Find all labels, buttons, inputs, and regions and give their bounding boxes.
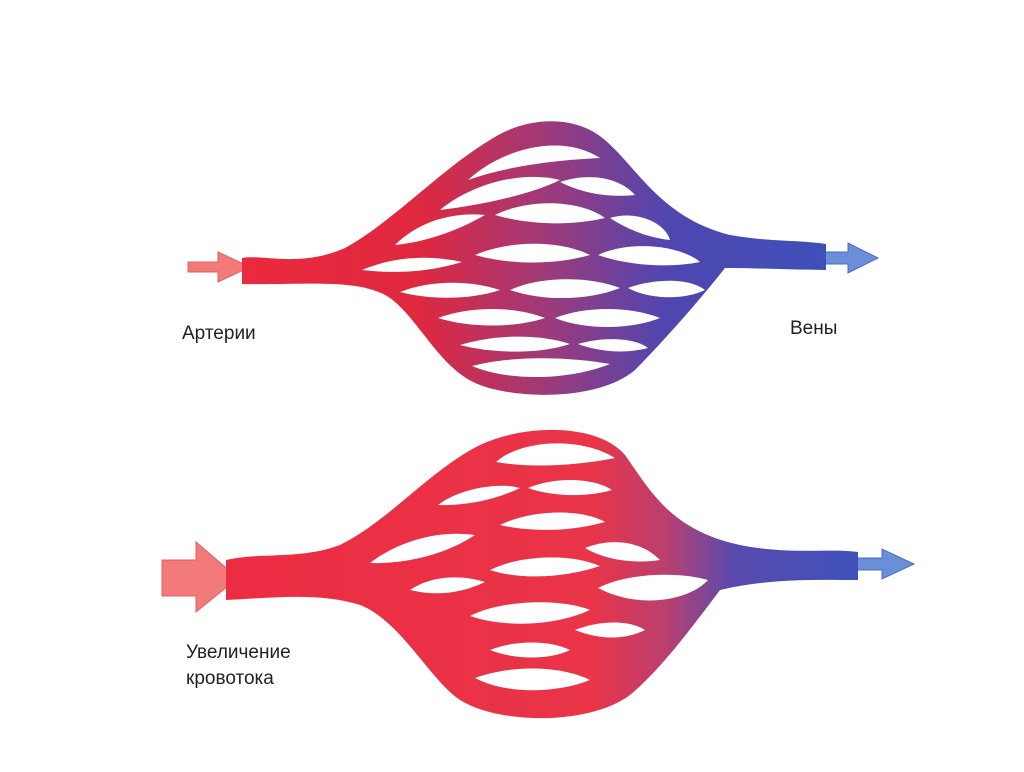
vessel-gaps-increased bbox=[370, 443, 708, 691]
outflow-arrow-icon bbox=[817, 242, 880, 274]
capillary-network-normal bbox=[187, 121, 880, 395]
outflow-arrow-icon-2 bbox=[851, 548, 916, 580]
veins-label: Вены bbox=[790, 318, 838, 339]
vessel-gaps-normal bbox=[362, 145, 705, 378]
increased-flow-label: Увеличение кровотока bbox=[186, 642, 291, 689]
arteries-label: Артерии bbox=[182, 323, 256, 344]
capillary-network-increased bbox=[161, 429, 916, 719]
inflow-arrow-large-icon bbox=[161, 540, 239, 614]
inflow-arrow-icon bbox=[187, 251, 252, 283]
